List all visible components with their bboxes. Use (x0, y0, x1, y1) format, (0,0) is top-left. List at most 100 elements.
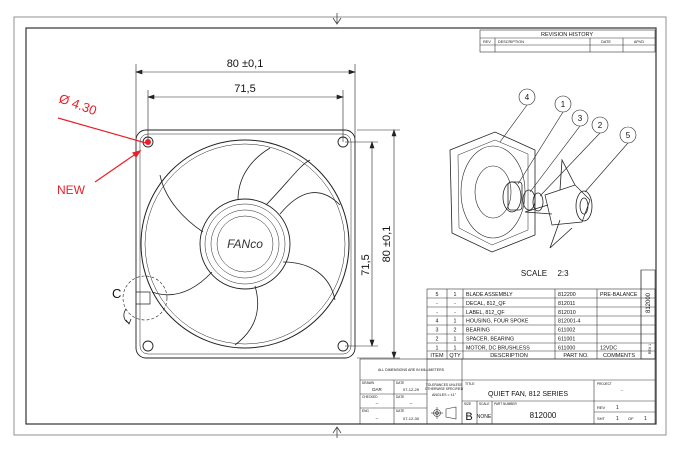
bom-cell-item: 2 (436, 337, 439, 343)
dim-hole-height: 71,5 (360, 254, 372, 275)
bom-cell-item: 4 (436, 319, 439, 325)
eng-date: 07-12-30 (403, 416, 420, 421)
top-arrow-icon (332, 13, 342, 25)
bom-cell-part: 611001 (558, 337, 575, 343)
sheet-value: 1 (616, 416, 619, 422)
bom-cell-desc: SPACER, BEARING (466, 337, 514, 343)
size-value: B (465, 411, 472, 423)
bom-cell-desc: HOUSING, FOUR SPOKE (466, 319, 529, 325)
bom-cell-part: 812011 (558, 301, 575, 307)
revision-header: DATE (601, 40, 611, 44)
drawn-label: DRAWN (362, 381, 375, 385)
bom-cell-part: 812200 (558, 292, 576, 298)
checked-label: CHECKED (362, 395, 378, 399)
scale-block-value: NONE (477, 414, 492, 420)
dimension-lines (135, 64, 400, 359)
tolerance-angles: ANGLES = ±1° (432, 393, 457, 397)
rev-label: REV (597, 405, 606, 410)
title-block-grid (359, 358, 656, 425)
checked-date: -- (410, 401, 413, 406)
scale-block-label: SCALE (479, 402, 489, 406)
bom-table-grid (426, 269, 656, 360)
balloon-5: 5 (626, 131, 631, 140)
bom-header: QTY (449, 353, 461, 359)
bom-cell-qty: 1 (454, 345, 457, 351)
fan-front-view (122, 129, 356, 359)
bom-cell-item: - (436, 310, 438, 316)
dim-overall-height: 80 ±0,1 (381, 226, 393, 263)
balloon-1: 1 (561, 100, 566, 109)
tolerance-line-2: OTHERWISE SPECIFIED (425, 387, 464, 391)
tolerance-line-1: TOLERANCES UNLESS (426, 383, 463, 387)
bom-cell-item: 1 (436, 345, 439, 351)
bom-cell-item: 5 (436, 292, 439, 298)
side-rev: REV 1 (648, 344, 652, 354)
project-value: -- (621, 387, 624, 392)
sheet-label: SHT (597, 416, 606, 421)
bom-cell-qty: 1 (454, 319, 457, 325)
bom-cell-qty: 1 (454, 292, 457, 298)
bom-cell-part: 812010 (558, 310, 576, 316)
eng-date-label: DATE (396, 409, 404, 413)
inner-frame (25, 27, 657, 425)
balloon-callouts (499, 88, 637, 197)
bom-cell-comment: PRE-BALANCE (600, 292, 638, 298)
hole-leader (57, 117, 147, 183)
bom-cell-qty: 2 (454, 328, 457, 334)
side-part-number: 812000 (646, 292, 652, 313)
balloon-4: 4 (525, 93, 530, 102)
projection-symbol-icon (431, 406, 457, 420)
revision-history-table (479, 29, 656, 53)
bom-cell-part: 611002 (558, 328, 575, 334)
bom-cell-part: 611000 (558, 345, 575, 351)
exploded-view (449, 131, 593, 253)
size-label: SIZE (464, 402, 471, 406)
eng-by: -- (376, 416, 379, 421)
bottom-arrow-icon (332, 426, 342, 438)
revision-header: DESCRIPTION (498, 40, 524, 44)
bom-cell-item: 3 (436, 328, 439, 334)
revision-header: APVD (634, 40, 645, 44)
bom-cell-desc: LABEL, 812_QF (466, 310, 505, 316)
balloon-3: 3 (578, 114, 583, 123)
bom-cell-comment: 12VDC (600, 345, 617, 351)
bom-header: DESCRIPTION (490, 353, 528, 359)
detail-arrow-icon (123, 308, 132, 325)
checked-by: -- (376, 401, 379, 406)
bom-rows: 5 1 BLADE ASSEMBLY 812200 PRE-BALANCE - - DECAL… (436, 292, 638, 351)
bom-header: COMMENTS (603, 353, 635, 359)
detail-c-label: C (112, 286, 121, 301)
drawing-title: QUIET FAN, 812 SERIES (488, 391, 568, 398)
bom-cell-desc: MOTOR, DC BRUSHLESS (466, 345, 530, 351)
bom-cell-qty: - (454, 310, 456, 316)
project-label: PROJECT (597, 382, 612, 386)
drawn-by: DAR (372, 387, 382, 392)
sheet-of-label: OF (628, 416, 634, 421)
bom-cell-desc: DECAL, 812_QF (466, 301, 507, 307)
bom-cell-desc: BEARING (466, 328, 490, 334)
revision-title: REVISION HISTORY (541, 32, 593, 38)
sheet-total: 1 (644, 416, 647, 422)
dim-overall-width: 80 ±0,1 (227, 58, 264, 70)
bom-header: ITEM (430, 353, 444, 359)
dim-hole-width: 71,5 (234, 83, 255, 95)
part-number: 812000 (530, 411, 557, 420)
drawn-date: 07-12-29 (403, 387, 420, 392)
fan-logo: FANco (227, 237, 263, 251)
units-note: ALL DIMENSIONS ARE IN MILLIMETERS (378, 368, 445, 372)
bom-cell-qty: - (454, 301, 456, 307)
bom-header: PART NO. (563, 353, 589, 359)
rev-value: 1 (616, 405, 619, 411)
checked-date-label: DATE (396, 395, 404, 399)
bom-cell-part: 812001-4 (558, 319, 580, 325)
drawn-date-label: DATE (396, 381, 404, 385)
bom-cell-desc: BLADE ASSEMBLY (466, 292, 513, 298)
revision-header: REV (483, 40, 491, 44)
outer-frame (13, 16, 667, 436)
hole-marker (145, 139, 151, 145)
title-label: TITLE (465, 382, 475, 386)
eng-label: ENG (362, 409, 369, 413)
hole-diameter-label: Ø 4.30 (57, 91, 99, 118)
bom-cell-item: - (436, 301, 438, 307)
